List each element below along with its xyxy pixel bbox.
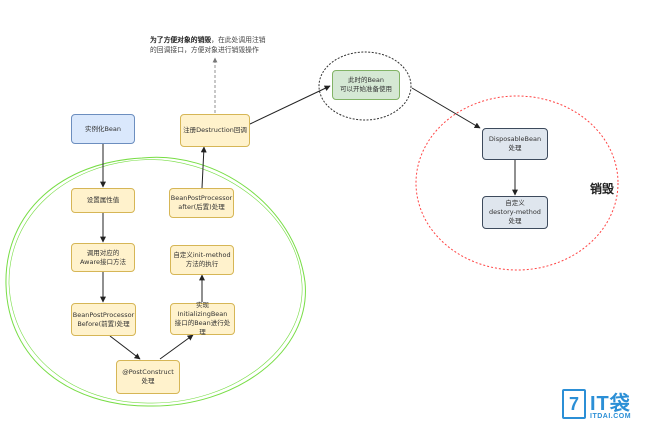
node-bean-ready: 此时的Bean 可以开始准备使用	[332, 70, 400, 100]
destroy-region-title: 销毁	[590, 182, 615, 196]
destruction-note: 为了方便对象的销毁，在此处调用注销 的回调接口，方便对象进行销毁操作	[150, 35, 266, 55]
green-region	[5, 156, 306, 407]
note-line2: 的回调接口，方便对象进行销毁操作	[150, 46, 259, 55]
node-post-construct: @PostConstruct 处理	[116, 360, 180, 394]
node-destroy-method: 自定义 destory-method 处理	[482, 196, 548, 229]
note-bold: 为了方便对象的销毁	[150, 36, 212, 44]
node-disposable-bean: DisposableBean 处理	[482, 128, 548, 160]
green-region-sketch	[8, 159, 303, 404]
watermark-brand: IT袋	[590, 393, 631, 415]
watermark-logo: 7 IT袋 ITDAI.COM	[562, 387, 646, 425]
node-aware-interface: 调用对应的 Aware接口方法	[71, 243, 135, 272]
node-bpp-after: BeanPostProcessor after(后置)处理	[169, 188, 234, 218]
node-initializing-bean: 实现InitializingBean 接口的Bean进行处理	[170, 301, 235, 336]
node-instantiate-bean: 实例化Bean	[71, 114, 135, 144]
red-region	[415, 95, 619, 271]
edge-bppbefore-postconstruct	[109, 335, 141, 360]
watermark-site: ITDAI.COM	[590, 413, 632, 420]
node-init-method: 自定义init-method 方法的执行	[170, 245, 234, 275]
edge-register-ready	[249, 85, 331, 125]
node-set-properties: 设置属性值	[71, 188, 135, 213]
ready-region	[318, 51, 412, 121]
edge-postconstruct-initializing	[159, 334, 194, 360]
node-register-destruction: 注册Destruction回调	[180, 114, 250, 147]
note-line1: ，在此处调用注销	[211, 36, 266, 44]
edge-ready-disposable	[411, 87, 481, 129]
edge-bppafter-register	[200, 146, 207, 189]
node-bpp-before: BeanPostProcessor Before(前置)处理	[71, 303, 136, 336]
watermark-icon: 7	[562, 389, 586, 419]
